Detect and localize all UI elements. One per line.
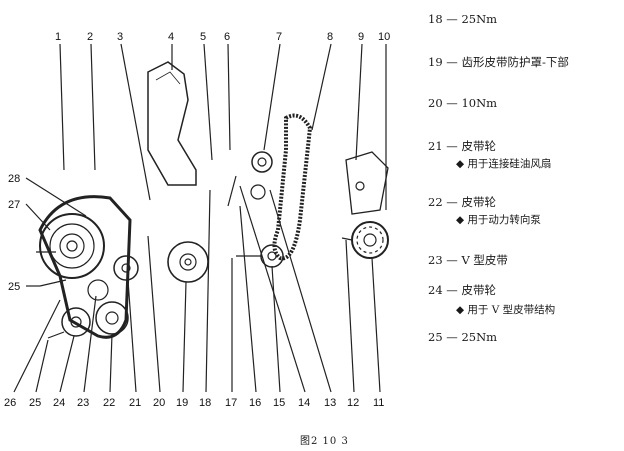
legend-sub-22: ◆ 用于动力转向泵 (456, 214, 541, 226)
callout-5: 5 (200, 31, 206, 43)
legend-item-18: 18 — 25Nm (428, 12, 498, 26)
legend-sub-21: ◆ 用于连接硅油风扇 (456, 158, 552, 170)
callout-12: 12 (347, 397, 359, 409)
legend-item-21: 21 — 皮带轮 (428, 139, 496, 153)
callout-23: 23 (77, 397, 89, 409)
callout-25-left: 25 (8, 281, 20, 293)
callout-20: 20 (153, 397, 165, 409)
callout-4: 4 (168, 31, 174, 43)
legend-sub-24: ◆ 用于 V 型皮带结构 (456, 304, 556, 316)
callout-19: 19 (176, 397, 188, 409)
callout-17: 17 (225, 397, 237, 409)
callout-14: 14 (298, 397, 310, 409)
callout-28: 28 (8, 173, 20, 185)
callout-18: 18 (199, 397, 211, 409)
legend-item-25: 25 — 25Nm (428, 330, 498, 344)
callout-1: 1 (55, 31, 61, 43)
callout-7: 7 (276, 31, 282, 43)
legend-item-22: 22 — 皮带轮 (428, 195, 496, 209)
callout-8: 8 (327, 31, 333, 43)
legend-item-23: 23 — V 型皮带 (428, 253, 508, 267)
callout-2: 2 (87, 31, 93, 43)
callout-11: 11 (373, 397, 384, 409)
callout-26: 26 (4, 397, 16, 409)
legend-item-19: 19 — 齿形皮带防护罩-下部 (428, 55, 569, 69)
callout-13: 13 (324, 397, 336, 409)
callout-27: 27 (8, 199, 20, 211)
legend-item-24: 24 — 皮带轮 (428, 283, 496, 297)
callout-9: 9 (358, 31, 364, 43)
callout-22: 22 (103, 397, 115, 409)
callout-24: 24 (53, 397, 65, 409)
callout-10: 10 (378, 31, 390, 43)
callout-16: 16 (249, 397, 261, 409)
callout-21: 21 (129, 397, 141, 409)
callout-15: 15 (273, 397, 285, 409)
figure-caption: 图2 10 3 (300, 436, 349, 447)
callout-25: 25 (29, 397, 41, 409)
callout-6: 6 (224, 31, 230, 43)
callout-3: 3 (117, 31, 123, 43)
legend-item-20: 20 — 10Nm (428, 96, 498, 110)
